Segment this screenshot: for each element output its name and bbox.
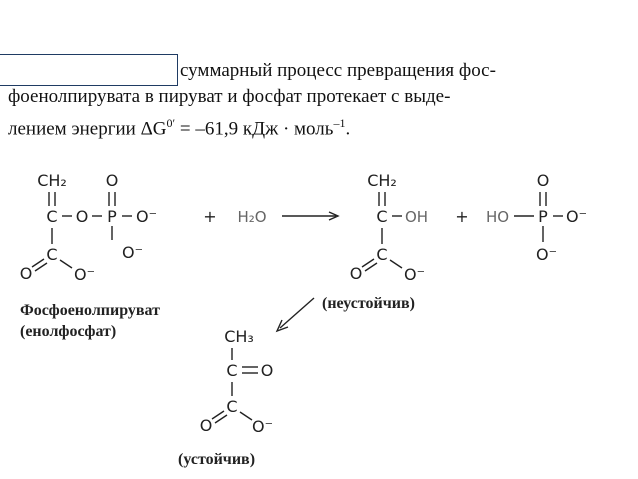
pep-p-top-o-label: O — [106, 171, 119, 190]
pep-carboxyl-c-label: C — [46, 245, 57, 264]
pyruvate-carboxyl-c-label: C — [226, 397, 237, 416]
pep-ch2-label: CH₂ — [37, 171, 67, 190]
phosphate-structure: HO P O O⁻ O⁻ — [486, 171, 587, 264]
pyruvate-structure: CH₃ C O C O O⁻ — [200, 327, 274, 436]
pep-carboxyl-double-bond-1 — [31, 258, 45, 268]
pep-alt-name-caption: (енолфосфат) — [20, 323, 116, 340]
standard-state-superscript: 0′ — [166, 116, 176, 130]
pyruvate-carboxyl-double-bond-2 — [214, 414, 228, 424]
phosphate-p-label: P — [538, 207, 548, 226]
pep-carboxyl-double-bond-2 — [34, 262, 48, 272]
plus-sign-2: + — [455, 207, 468, 226]
water-label: H₂O — [237, 208, 266, 226]
phosphate-ho-label: HO — [486, 208, 509, 226]
energy-value: = –61,9 кДж · моль — [175, 118, 334, 140]
reaction-arrow — [282, 211, 340, 221]
enol-carboxyl-o-minus-bond — [389, 259, 403, 269]
pep-carboxyl-o-minus-bond — [59, 259, 73, 269]
phosphate-top-o-label: O — [537, 171, 550, 190]
pyruvate-carboxyl-o-minus-bond — [239, 411, 253, 421]
pep-carboxyl-o-label: O — [20, 264, 33, 283]
enol-ch2-label: CH₂ — [367, 171, 397, 190]
pep-p-right-ominus-label: O⁻ — [136, 207, 157, 226]
enol-carboxyl-double-bond-1 — [361, 258, 375, 268]
enol-carboxyl-ominus-label: O⁻ — [404, 265, 425, 284]
enol-carboxyl-double-bond-2 — [364, 262, 378, 272]
pyruvate-keto-o-label: O — [261, 361, 274, 380]
text-line-3: лением энергии ΔG0′ = –61,9 кДж · моль–1… — [8, 110, 350, 142]
pep-c-label: C — [46, 207, 57, 226]
pyruvate-carboxyl-o-label: O — [200, 416, 213, 435]
pep-p-label: P — [107, 207, 117, 226]
sentence-end: . — [345, 118, 351, 140]
enolpyruvate-structure: CH₂ C OH C O O⁻ — [350, 171, 428, 284]
pep-name-caption: Фосфоенолпируват — [20, 302, 160, 319]
unstable-caption: (неустойчив) — [322, 295, 415, 312]
text-line-1: суммарный процесс превращения фос- — [180, 60, 496, 81]
enol-carboxyl-o-label: O — [350, 264, 363, 283]
energy-label: лением энергии ΔG — [8, 118, 167, 140]
phosphoenolpyruvate-structure: CH₂ C O P O O⁻ O⁻ C O O⁻ — [20, 171, 157, 284]
phosphate-right-ominus-label: O⁻ — [566, 207, 587, 226]
unit-exponent: –1 — [333, 116, 346, 130]
pep-p-bottom-ominus-label: O⁻ — [122, 243, 143, 262]
phosphate-bottom-ominus-label: O⁻ — [536, 245, 557, 264]
pep-bridge-o-label: O — [76, 207, 89, 226]
pep-carboxyl-ominus-label: O⁻ — [74, 265, 95, 284]
stable-caption: (устойчив) — [178, 451, 255, 468]
plus-sign-1: + — [203, 207, 216, 226]
text-line-2: фоенолпирувата в пируват и фосфат протек… — [8, 86, 451, 107]
answer-blank-box — [0, 54, 178, 86]
pyruvate-c-label: C — [226, 361, 237, 380]
enol-oh-label: OH — [405, 208, 428, 226]
pyruvate-ch3-label: CH₃ — [224, 327, 254, 346]
pyruvate-carboxyl-ominus-label: O⁻ — [252, 417, 273, 436]
enol-c-label: C — [376, 207, 387, 226]
tautomerization-arrow — [275, 297, 315, 333]
pyruvate-carboxyl-double-bond-1 — [211, 410, 225, 420]
enol-carboxyl-c-label: C — [376, 245, 387, 264]
